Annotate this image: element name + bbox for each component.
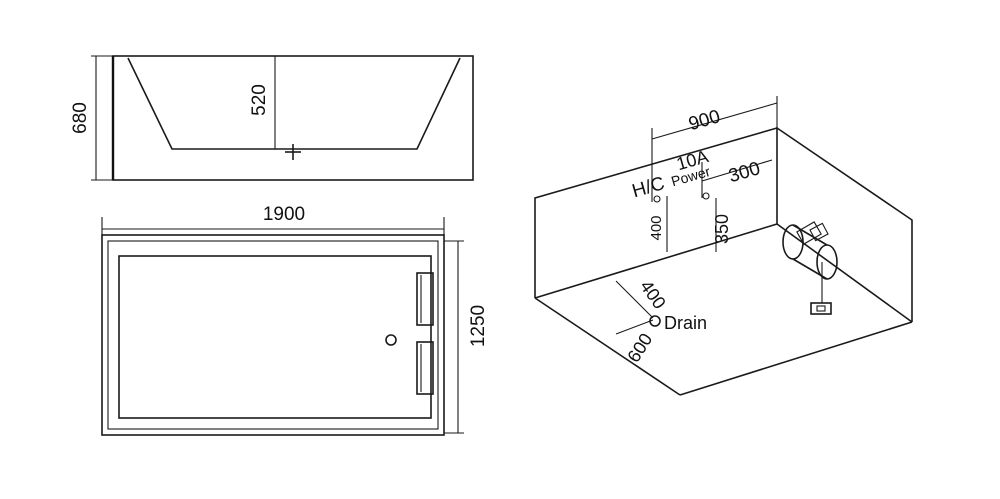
drain-offset-a-label: 400 bbox=[636, 277, 670, 313]
pump-motor-icon bbox=[782, 221, 838, 315]
power-outlet bbox=[702, 192, 710, 200]
drain-offset-b-line bbox=[615, 319, 654, 335]
inner-depth-label: 520 bbox=[249, 84, 270, 116]
wall-width-dimension-line bbox=[651, 102, 778, 140]
hc-label: H/C bbox=[630, 173, 667, 202]
side-view-outline bbox=[112, 55, 474, 181]
room-right-wall bbox=[776, 127, 913, 322]
hc-height-label: 400 bbox=[648, 215, 665, 240]
room-right-wall-floor-edge bbox=[776, 223, 913, 323]
power-offset-label: 300 bbox=[726, 158, 762, 187]
top-view-outer bbox=[101, 234, 445, 436]
power-label: Power bbox=[669, 163, 712, 189]
wall-width-label: 900 bbox=[686, 106, 722, 135]
pillow-bottom bbox=[416, 341, 434, 395]
side-view: 680 520 bbox=[70, 55, 474, 181]
drain-hole bbox=[385, 334, 397, 346]
side-view-inner-profile bbox=[127, 57, 461, 150]
room-front-floor-left bbox=[534, 297, 681, 396]
pillow-top bbox=[416, 272, 434, 326]
power-offset-dimension-line bbox=[701, 159, 773, 182]
room-back-wall-floor-edge bbox=[534, 223, 778, 299]
width-label: 1250 bbox=[468, 305, 489, 347]
room-front-floor-right bbox=[679, 321, 913, 396]
drain-point bbox=[649, 315, 661, 327]
drain-offset-a-line bbox=[615, 280, 654, 319]
hc-outlet bbox=[653, 195, 661, 203]
height-label: 680 bbox=[70, 102, 91, 134]
power-height-label: 350 bbox=[712, 214, 732, 244]
room-back-wall bbox=[534, 126, 778, 298]
top-view: 1900 1250 bbox=[101, 204, 489, 436]
length-label: 1900 bbox=[263, 204, 305, 225]
room-view: 900 H/C 400 10A Power 300 350 400 600 Dr… bbox=[534, 96, 913, 396]
top-view-rim bbox=[107, 240, 439, 430]
drain-label: Drain bbox=[664, 313, 707, 333]
top-view-basin bbox=[118, 255, 432, 419]
